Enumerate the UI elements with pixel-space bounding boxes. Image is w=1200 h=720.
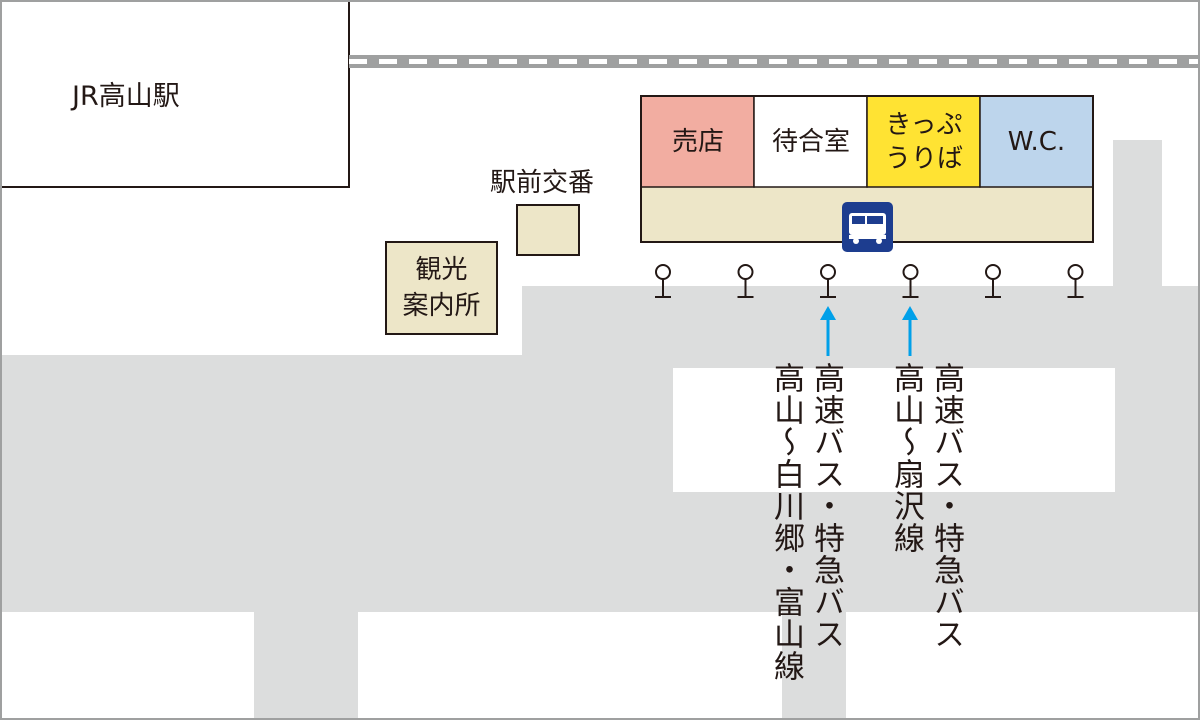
railway-track (349, 55, 1200, 68)
terminal-shops (640, 95, 1094, 188)
road-front (522, 286, 1200, 368)
bus-icon (842, 202, 893, 252)
bus-stop-pole-icon (655, 264, 671, 298)
bus-stop-pole-icon (985, 264, 1001, 298)
bus-stop-pole-icon (820, 264, 836, 298)
city-block (673, 368, 1115, 492)
road-lower-center-vertical (782, 600, 846, 720)
route-arrows (820, 306, 918, 356)
station-building (0, 0, 350, 188)
shop-cell-ticket-office (866, 95, 981, 188)
shop-cell-toilet (979, 95, 1094, 188)
shop-cell-shop (640, 95, 755, 188)
koban-label: 駅前交番 (490, 168, 595, 198)
waiting-room-label: 待合室 (771, 126, 850, 157)
tourist-info-label: 観光 案内所 (402, 255, 481, 321)
arrow-up-icon (820, 306, 836, 356)
route-label-shirakawago-toyama: 高速バス・特急バス 高山〜白川郷・富山線 (768, 362, 844, 682)
bus-stop-pole-icon (737, 264, 754, 298)
bus-stop-pole-icon (1067, 264, 1084, 298)
tourist-info-building (385, 241, 498, 335)
bus-stops (655, 264, 1084, 298)
arrow-up-icon (902, 306, 918, 356)
koban-building (516, 204, 580, 256)
road-right-vertical (1113, 140, 1162, 500)
station-label: JR高山駅 (72, 81, 180, 112)
route-label-ogisawa: 高速バス・特急バス 高山〜扇沢線 (888, 362, 964, 650)
ticket-office-label: きっぷ うりば (884, 109, 963, 174)
shop-label: 売店 (671, 126, 724, 157)
bus-stop-pole-icon (902, 264, 919, 298)
road-lower-left-vertical (254, 600, 358, 720)
toilet-label: W.C. (1007, 126, 1066, 157)
